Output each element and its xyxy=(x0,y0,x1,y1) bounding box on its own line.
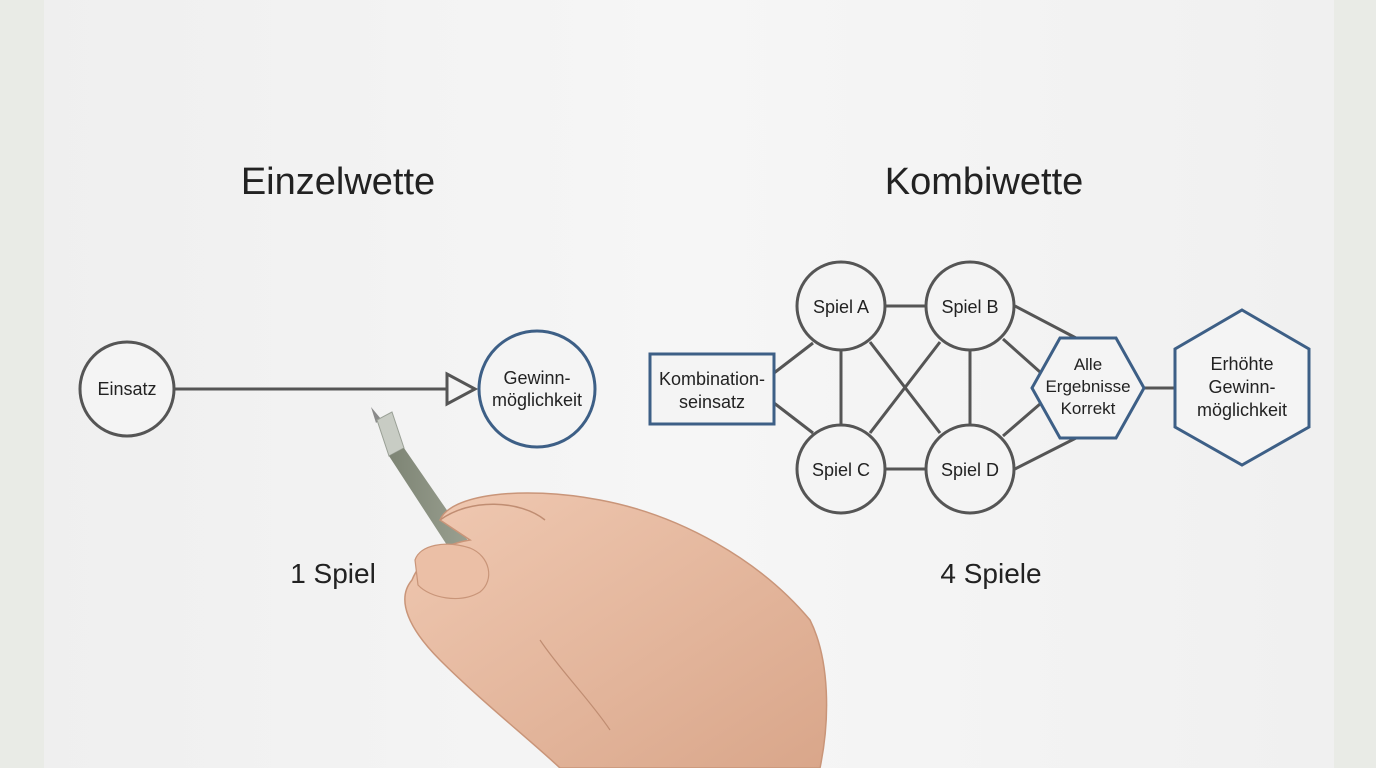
combo-stake-label-line1: Kombination- xyxy=(659,369,765,389)
hand xyxy=(404,492,828,768)
combo-stake-node: Kombination- seinsatz xyxy=(648,352,776,426)
game-node-a-label: Spiel A xyxy=(813,297,869,317)
game-node-c-label: Spiel C xyxy=(812,460,870,480)
edge-c-b xyxy=(868,341,942,434)
single-bet-arrow-head xyxy=(445,371,479,407)
result-label-line1: Erhöhte xyxy=(1210,354,1273,374)
win-node: Gewinn- möglichkeit xyxy=(477,329,597,449)
result-label-line2: Gewinn- xyxy=(1208,377,1275,397)
win-node-label-line1: Gewinn- xyxy=(503,368,570,388)
condition-label-line2: Ergebnisse xyxy=(1045,377,1130,396)
single-bet-title: Einzelwette xyxy=(241,161,435,203)
game-node-b-label: Spiel B xyxy=(941,297,998,317)
game-node-d: Spiel D xyxy=(924,423,1016,515)
combo-bet-title: Kombiwette xyxy=(885,161,1084,203)
edge-b-cond-1 xyxy=(1014,304,1077,340)
game-node-c: Spiel C xyxy=(795,423,887,515)
result-label-line3: möglichkeit xyxy=(1197,400,1287,420)
result-node: Erhöhte Gewinn- möglichkeit xyxy=(1173,308,1311,467)
single-bet-caption: 1 Spiel xyxy=(290,558,376,589)
stake-node: Einsatz xyxy=(78,340,176,438)
hand-with-pen-image xyxy=(371,407,828,768)
condition-label-line3: Korrekt xyxy=(1061,399,1116,418)
combo-bet-diagram: Kombiwette Kombination- seinsatz S xyxy=(648,161,1311,589)
combo-stake-label-line2: seinsatz xyxy=(679,392,745,412)
combo-edges xyxy=(773,304,1175,471)
edge-stake-c xyxy=(773,401,814,435)
win-node-label-line2: möglichkeit xyxy=(492,390,582,410)
edge-stake-a xyxy=(773,341,814,375)
game-node-d-label: Spiel D xyxy=(941,460,999,480)
condition-node: Alle Ergebnisse Korrekt xyxy=(1030,336,1146,440)
single-bet-diagram: Einzelwette Einsatz Gewinn- möglichkeit … xyxy=(78,161,597,589)
stake-node-label: Einsatz xyxy=(97,379,156,399)
edge-b-cond-2 xyxy=(1002,337,1041,374)
edge-d-cond-1 xyxy=(1002,402,1041,438)
combo-bet-caption: 4 Spiele xyxy=(940,558,1041,589)
game-node-b: Spiel B xyxy=(924,260,1016,352)
condition-label-line1: Alle xyxy=(1074,355,1102,374)
game-node-a: Spiel A xyxy=(795,260,887,352)
edge-d-cond-2 xyxy=(1014,436,1077,471)
